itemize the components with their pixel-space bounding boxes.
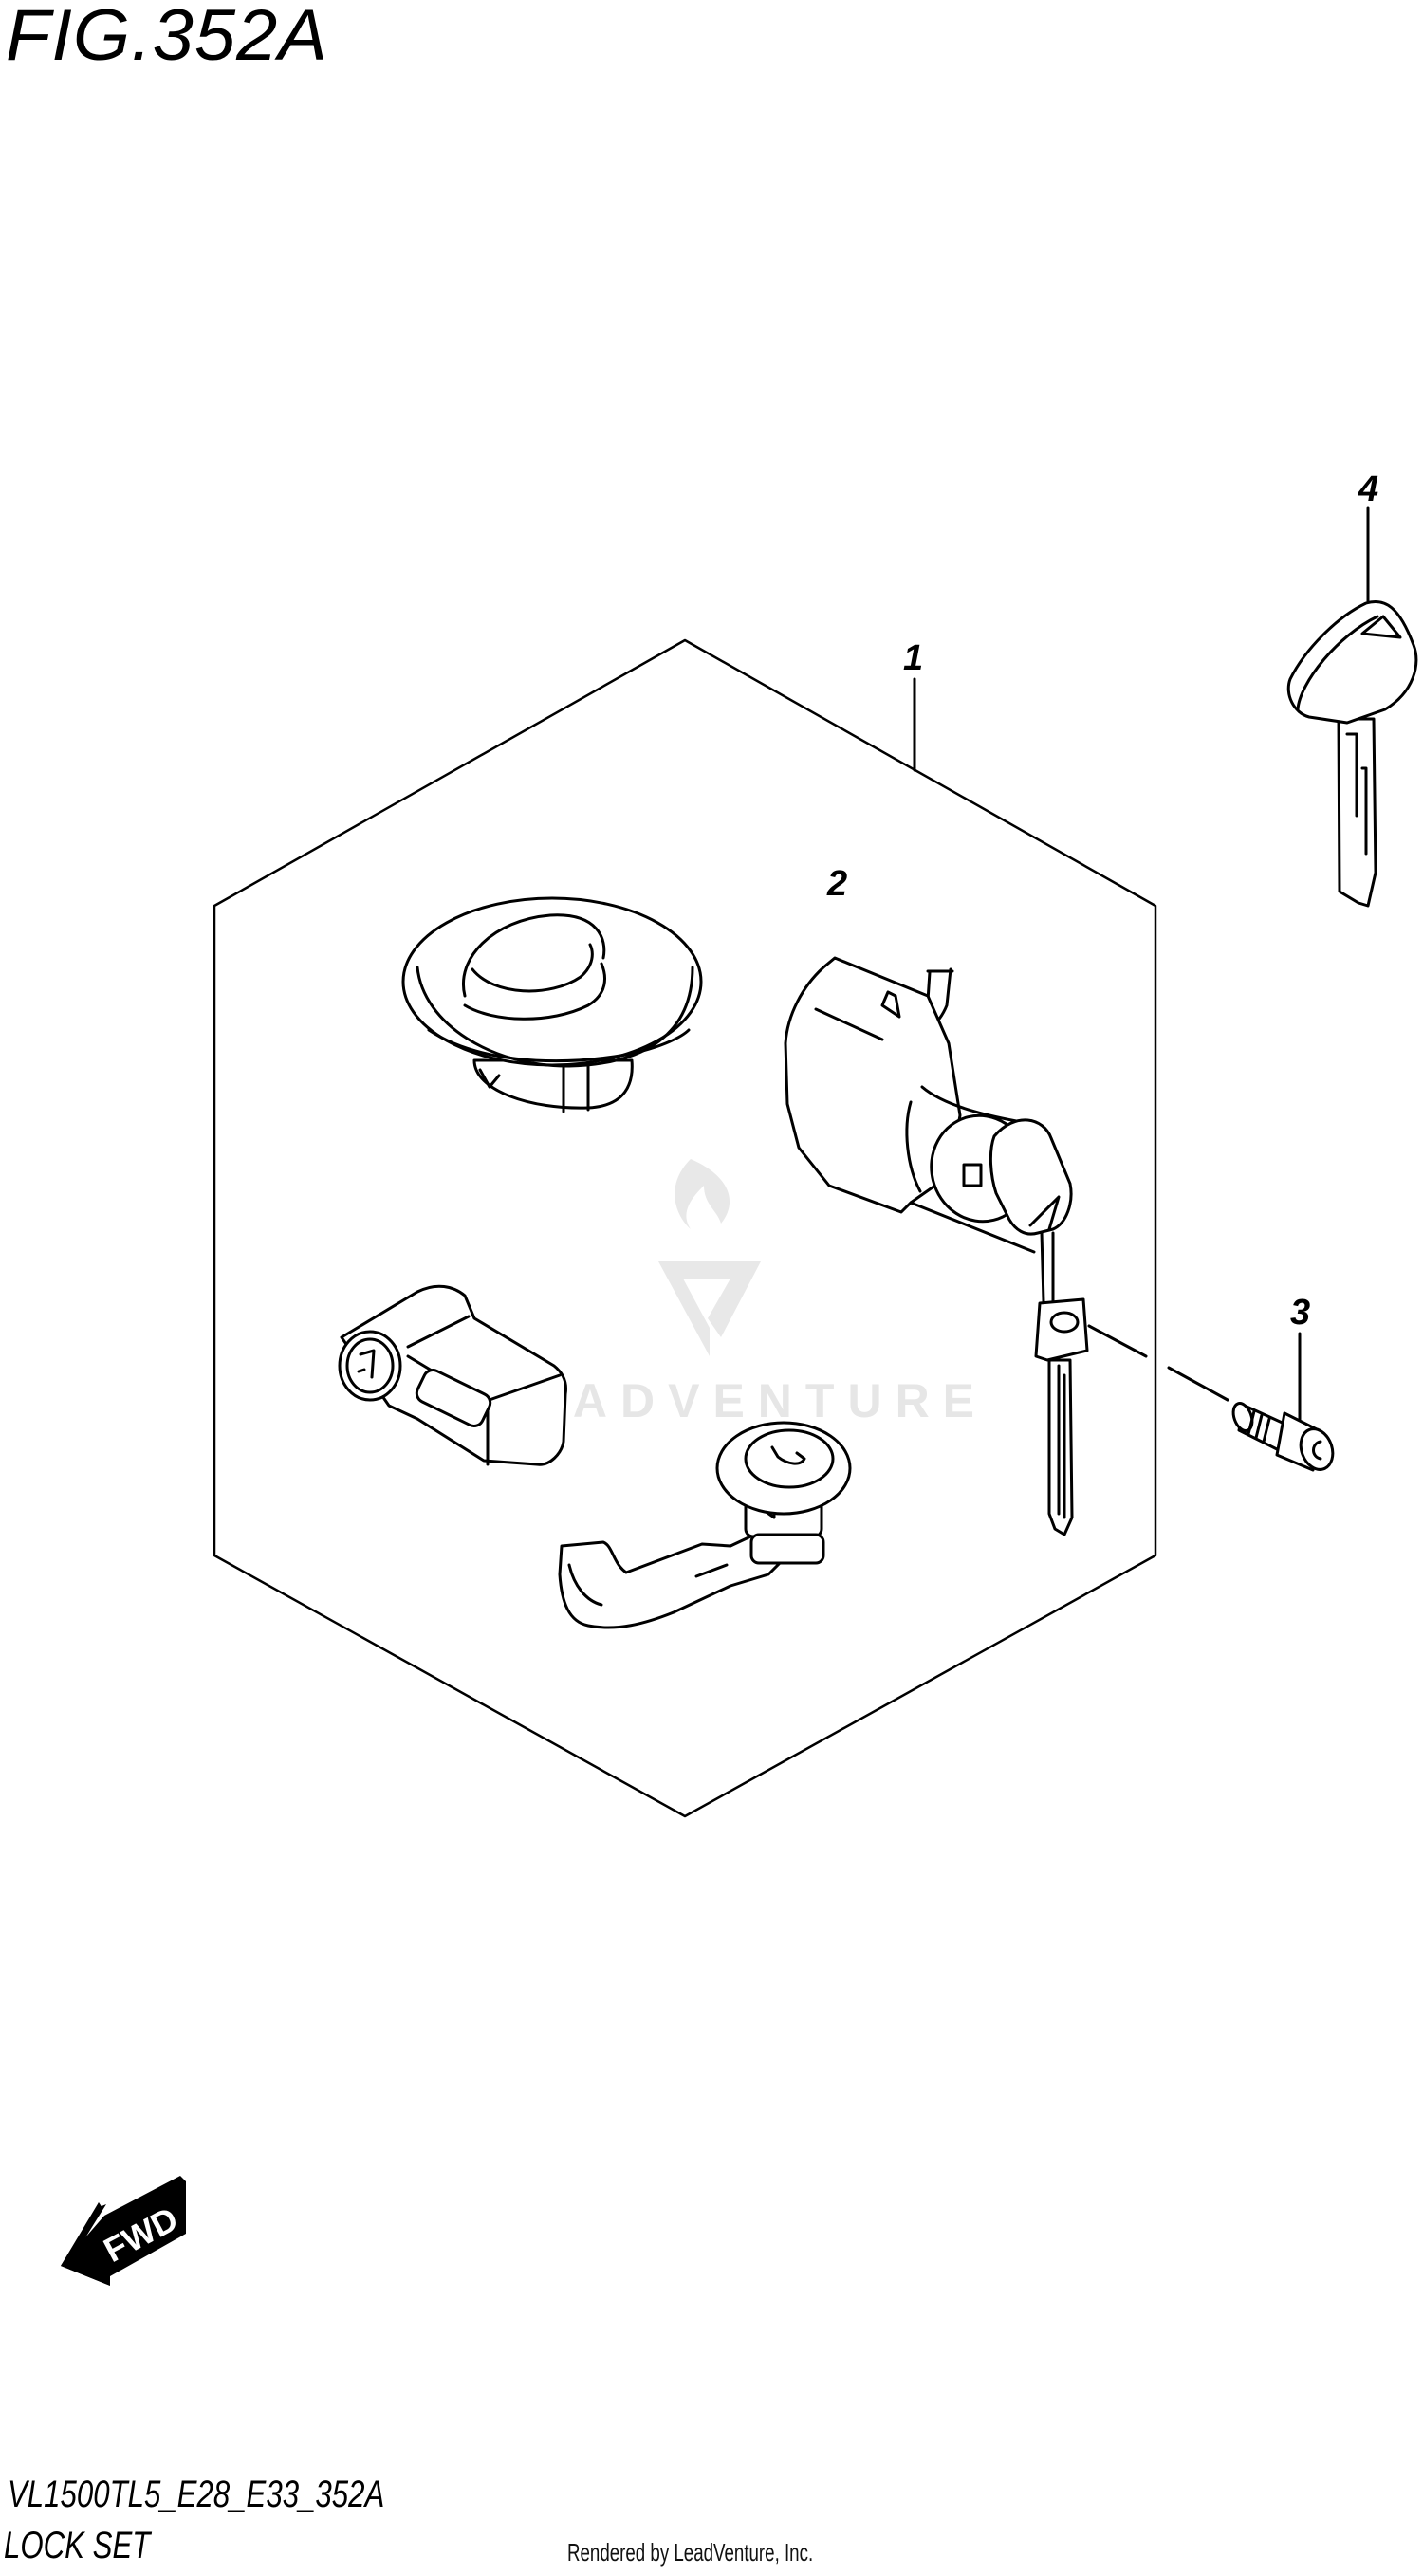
blank-key-part[interactable]: 4 <box>1286 469 1418 908</box>
callout-1[interactable]: 1 <box>903 638 923 678</box>
rendered-by-credit: Rendered by LeadVenture, Inc. <box>567 2538 814 2567</box>
lock-cylinder-part[interactable]: 2 <box>784 864 1229 1536</box>
section-name: LOCK SET <box>4 2525 151 2567</box>
screw-part[interactable]: 3 <box>1229 1293 1338 1474</box>
figure-title: FIG.352A <box>6 0 328 76</box>
watermark-text: LEADVENTURE <box>486 1374 988 1427</box>
leadventure-watermark: LEADVENTURE <box>486 1159 988 1427</box>
fuel-cap-lock-part[interactable] <box>401 896 703 1113</box>
callout-4[interactable]: 4 <box>1358 469 1378 509</box>
set-boundary-hexagon <box>213 638 1157 1818</box>
forward-arrow-icon: FWD <box>61 2176 186 2286</box>
callout-2[interactable]: 2 <box>826 864 847 904</box>
seat-lock-cylinder-part[interactable] <box>338 1284 567 1466</box>
cam-lock-latch-part[interactable] <box>558 1421 852 1629</box>
callout-3[interactable]: 3 <box>1290 1293 1310 1333</box>
diagram-code: VL1500TL5_E28_E33_352A <box>8 2474 385 2515</box>
